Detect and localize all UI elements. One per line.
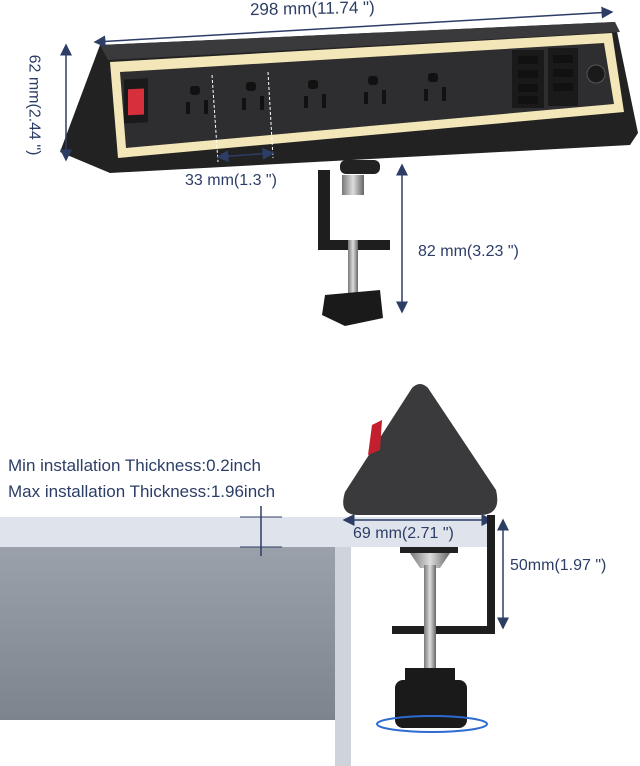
- clamp-opening-label: 50mm(1.97 "): [510, 557, 607, 574]
- height-label: 62 mm(2.44 "): [25, 54, 43, 156]
- min-thickness-note: Min installation Thickness:0.2inch: [8, 456, 261, 475]
- power-strip: [60, 22, 638, 173]
- rotation-arrow-icon: [376, 715, 488, 733]
- top-clamp: [318, 160, 390, 326]
- desk: [0, 517, 490, 766]
- outlet-spacing-label: 33 mm(1.3 "): [185, 172, 277, 189]
- max-thickness-note: Max installation Thickness:1.96inch: [8, 482, 276, 501]
- base-width-label: 69 mm(2.71 "): [353, 525, 454, 542]
- side-clamp: [376, 515, 495, 733]
- length-label: 298 mm(11.74 "): [249, 0, 375, 20]
- ac-outlets: [186, 73, 446, 114]
- side-device: [343, 384, 498, 515]
- clamp-height-label: 82 mm(3.23 "): [418, 243, 519, 260]
- spacing-dimension-line: [216, 147, 275, 163]
- usb-ports: [512, 48, 606, 108]
- length-dimension-line: [93, 6, 614, 48]
